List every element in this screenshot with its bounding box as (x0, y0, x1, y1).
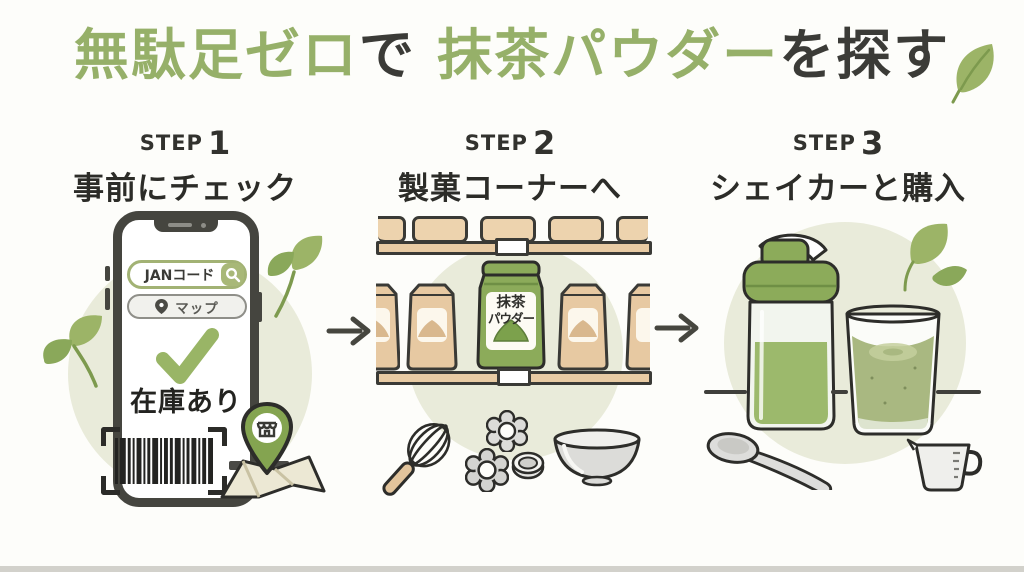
whisk-icon (382, 422, 451, 496)
map-field: マップ (127, 294, 247, 319)
checkmark-icon (156, 328, 219, 384)
title-leaf-icon (951, 44, 994, 104)
scan-frame-corner (101, 476, 120, 495)
leaf-sprig-icon (903, 223, 967, 292)
matcha-bag-label-line2: パウダー (487, 310, 535, 326)
measuring-cup-icon (906, 438, 983, 492)
jan-code-search-text: JANコード (144, 267, 215, 284)
flower-cookie-cutter-icon (486, 410, 528, 452)
spoon-icon (706, 432, 833, 490)
flour-bag-partial (376, 282, 400, 372)
step1-label: STEP (139, 131, 203, 155)
arrow-right-icon (654, 313, 699, 343)
matcha-drink-glass-icon (845, 304, 941, 436)
matcha-powder-bag: 抹茶 パウダー (474, 260, 548, 372)
step3-label: STEP (792, 131, 856, 155)
phone-side-button (105, 266, 110, 281)
map-pin-icon (155, 299, 169, 314)
flower-cookie-cutter-icon (465, 448, 509, 492)
phone-notch (154, 219, 218, 232)
phone-side-button (257, 292, 262, 322)
page-title: 無駄足ゼロで 抹茶パウダーを探す (0, 23, 1024, 87)
phone-speaker (168, 223, 192, 227)
phone-side-button (105, 288, 110, 310)
shaker-and-glass-illustration (742, 233, 941, 436)
map-text: マップ (175, 300, 219, 317)
table-line (831, 390, 848, 394)
title-segment-dark-2: を探す (779, 23, 951, 87)
price-tag (497, 368, 531, 386)
matcha-bag-graphic (476, 260, 546, 370)
store-location-pin-icon (241, 402, 293, 475)
leaf-sprig-icon (43, 315, 102, 388)
scan-frame-corner (208, 476, 227, 495)
step2-label: STEP (464, 131, 528, 155)
step1-heading: 事前にチェック (73, 171, 297, 207)
step1-number: 1 (207, 124, 231, 162)
step2-heading: 製菓コーナーへ (398, 171, 622, 207)
scan-frame-corner (101, 427, 120, 446)
title-segment-accent-1: 無駄足ゼロ (73, 23, 359, 87)
step3-number: 3 (860, 124, 884, 162)
flour-bag-partial (624, 282, 650, 372)
scan-frame-corner (208, 427, 227, 446)
leaf-sprig-icon (267, 235, 323, 318)
mixing-bowl-icon (553, 428, 641, 487)
title-segment-accent-2: 抹茶パウダー (437, 23, 780, 87)
step2-number: 2 (532, 124, 556, 162)
price-tag (495, 238, 529, 256)
shelf-bag-partial (378, 216, 406, 243)
arrow-right-icon (326, 316, 371, 346)
title-segment-dark-1: で (358, 23, 438, 87)
shelf-bag (412, 216, 468, 243)
search-button (221, 263, 244, 286)
table-line (936, 390, 981, 394)
matcha-bag-label-line1: 抹茶 (496, 295, 526, 311)
shelf-bag (548, 216, 604, 243)
shelf-bag-partial (616, 216, 648, 243)
table-line (704, 390, 747, 394)
search-icon (225, 267, 240, 282)
barcode-icon (115, 438, 213, 484)
flour-bag (556, 282, 612, 372)
matcha-bag-label: 抹茶 パウダー (486, 295, 536, 326)
round-cookie-cutter-icon (511, 451, 545, 480)
barcode-scan-illustration (101, 427, 227, 495)
floor-strip (0, 566, 1024, 572)
step3-heading: シェイカーと購入 (710, 171, 966, 207)
jan-code-search-field: JANコード (127, 260, 247, 289)
store-icon (256, 421, 278, 438)
folded-map-icon (220, 455, 326, 499)
phone-camera-dot (201, 223, 206, 228)
flour-bag (405, 282, 461, 372)
stock-status-label: 在庫あり (130, 387, 242, 418)
shaker-bottle-icon (742, 233, 840, 431)
